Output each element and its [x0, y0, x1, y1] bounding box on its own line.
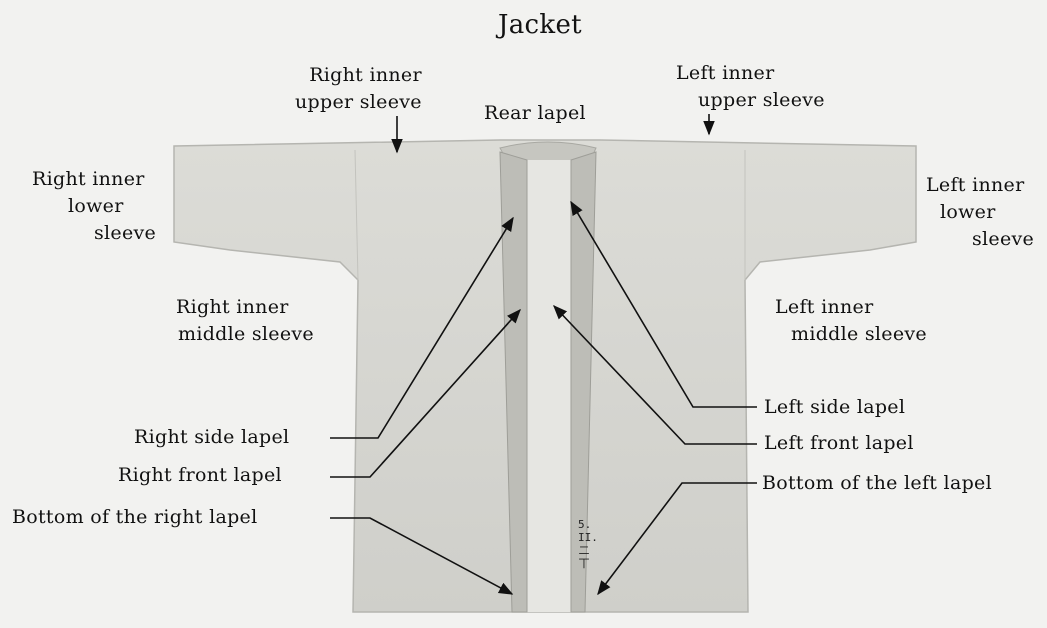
label-left-front-lapel: Left front lapel [764, 430, 914, 457]
label-rear-lapel: Rear lapel [484, 100, 586, 127]
label-line: upper sleeve [676, 87, 825, 114]
label-right-inner-lower-sleeve: Right inner lower sleeve [32, 166, 156, 247]
label-line: Right inner [262, 62, 422, 89]
label-left-side-lapel: Left side lapel [764, 394, 905, 421]
label-line: sleeve [926, 226, 1034, 253]
front-opening [527, 160, 571, 612]
label-line: upper sleeve [262, 89, 422, 116]
label-line: Right inner [32, 166, 156, 193]
stamp-line: 5. [578, 518, 590, 531]
label-bottom-right-lapel: Bottom of the right lapel [12, 504, 257, 531]
stamp-line: 二 [578, 544, 590, 557]
label-line: Right inner [176, 294, 314, 321]
label-right-side-lapel: Right side lapel [134, 424, 289, 451]
label-bottom-left-lapel: Bottom of the left lapel [762, 470, 992, 497]
label-line: middle sleeve [176, 321, 314, 348]
label-left-inner-lower-sleeve: Left inner lower sleeve [926, 172, 1034, 253]
inventory-stamp: 5. II. 二 丅 [578, 518, 590, 570]
label-right-inner-middle-sleeve: Right inner middle sleeve [176, 294, 314, 348]
label-line: lower [926, 199, 1034, 226]
label-left-inner-upper-sleeve: Left inner upper sleeve [676, 60, 825, 114]
label-right-front-lapel: Right front lapel [118, 462, 282, 489]
label-line: Left inner [926, 172, 1034, 199]
label-line: sleeve [32, 220, 156, 247]
label-line: lower [32, 193, 156, 220]
stamp-line: 丅 [578, 557, 590, 570]
label-line: Left inner [775, 294, 927, 321]
stamp-line: II. [578, 531, 590, 544]
label-right-inner-upper-sleeve: Right inner upper sleeve [262, 62, 422, 116]
label-line: middle sleeve [775, 321, 927, 348]
label-line: Left inner [676, 60, 825, 87]
diagram-title: Jacket [498, 12, 582, 39]
label-left-inner-middle-sleeve: Left inner middle sleeve [775, 294, 927, 348]
